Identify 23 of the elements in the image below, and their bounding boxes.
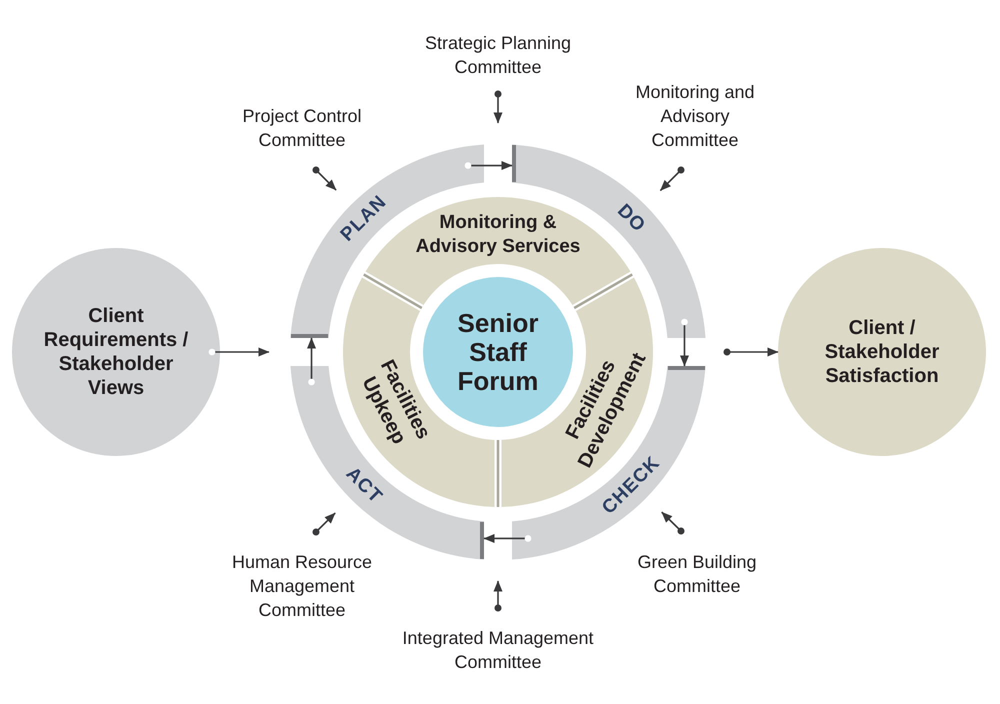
committee-label: Project Control Committee [242, 104, 362, 152]
arrow [312, 166, 337, 191]
committee-label: Green Building Committee [636, 550, 758, 598]
arrow [208, 348, 270, 356]
arrow [464, 161, 512, 170]
arrow [494, 90, 502, 124]
input-circle: Client Requirements / Stakeholder Views [12, 248, 220, 456]
arrow [494, 580, 502, 612]
phase-label: ACT [342, 463, 387, 508]
outcome-circle: Client / Stakeholder Satisfaction [778, 248, 986, 456]
arrow [312, 512, 336, 536]
arrow [307, 338, 316, 386]
committee-label: Monitoring and Advisory Committee [634, 80, 756, 152]
sector-label: Monitoring & Advisory Services [415, 211, 581, 259]
arrow [680, 318, 689, 366]
arrow [660, 166, 684, 192]
committee-label: Human Resource Management Committee [231, 550, 373, 622]
arrow [724, 348, 778, 356]
phase-label: DO [613, 200, 650, 237]
arrow [484, 534, 532, 543]
committee-label: Integrated Management Committee [402, 626, 594, 674]
committee-label: Strategic Planning Committee [424, 31, 572, 79]
arrow [661, 512, 684, 534]
